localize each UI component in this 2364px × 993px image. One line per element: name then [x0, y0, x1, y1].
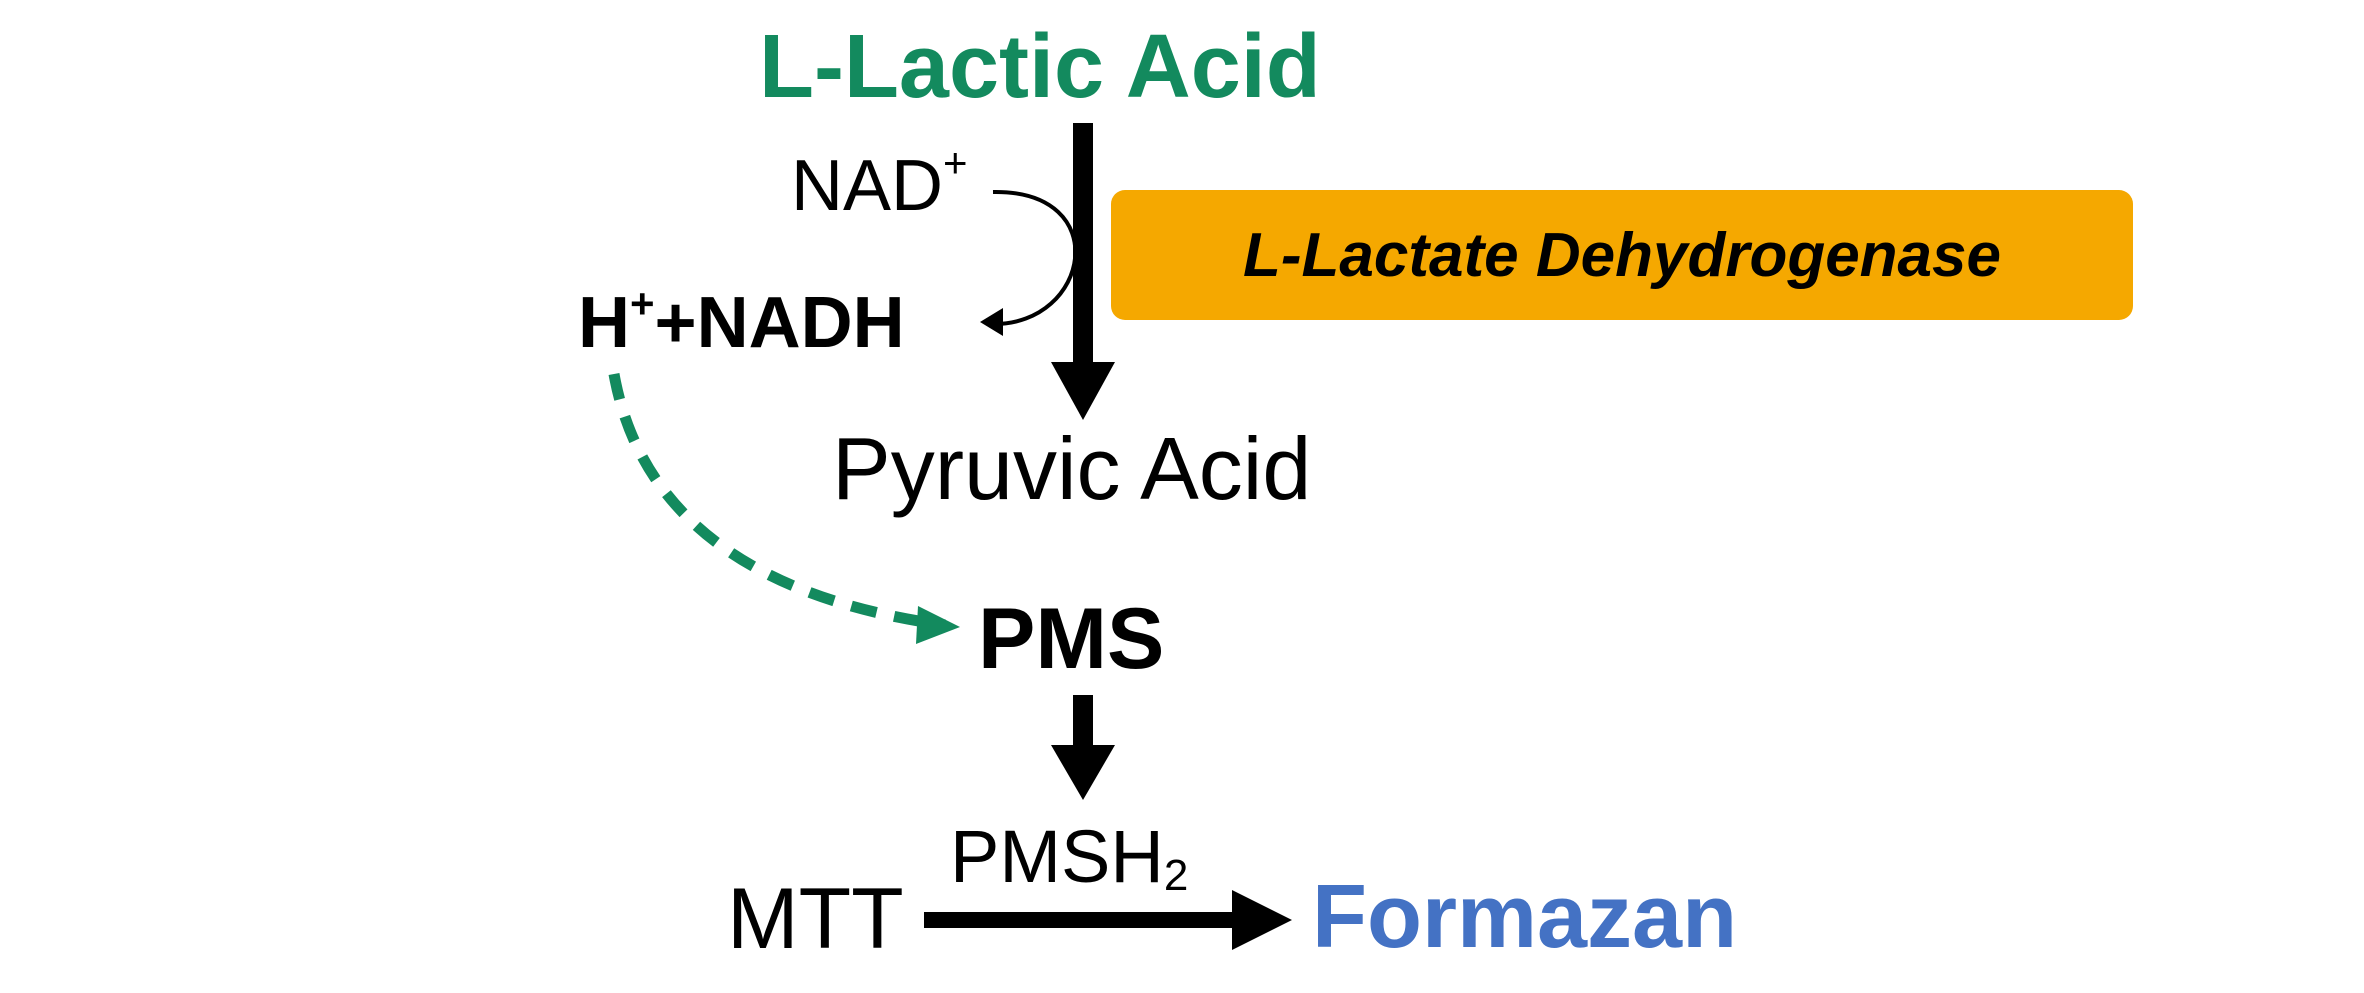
reduced-mediator-label: PMSH2: [950, 820, 1188, 898]
pms-down-arrow: [1051, 695, 1115, 800]
dye-out-label: Formazan: [1312, 867, 1738, 967]
enzyme-box: L-Lactate Dehydrogenase: [1111, 190, 2133, 320]
pmsh-subscript: 2: [1163, 851, 1189, 900]
substrate-label: L-Lactic Acid: [759, 17, 1321, 117]
product-label: Pyruvic Acid: [832, 419, 1312, 518]
nad-text: NAD: [791, 146, 944, 226]
electron-transfer-arrow: [608, 373, 960, 644]
nad-label: NAD+: [791, 142, 968, 223]
cofactor-curved-arrow: [980, 189, 1078, 336]
main-reaction-arrow: [1051, 123, 1115, 420]
nadh-label: H++NADH: [578, 283, 905, 360]
dye-in-label: MTT: [727, 871, 904, 967]
enzyme-label: L-Lactate Dehydrogenase: [1243, 220, 2001, 290]
dye-reaction-arrow: [924, 890, 1292, 950]
nad-charge: +: [943, 139, 968, 186]
nadh-h-charge: +: [630, 280, 655, 327]
nadh-text: +NADH: [654, 283, 905, 363]
nadh-h-text: H: [578, 283, 630, 363]
pmsh-text: PMSH: [950, 815, 1164, 898]
mediator-label: PMS: [978, 591, 1165, 687]
